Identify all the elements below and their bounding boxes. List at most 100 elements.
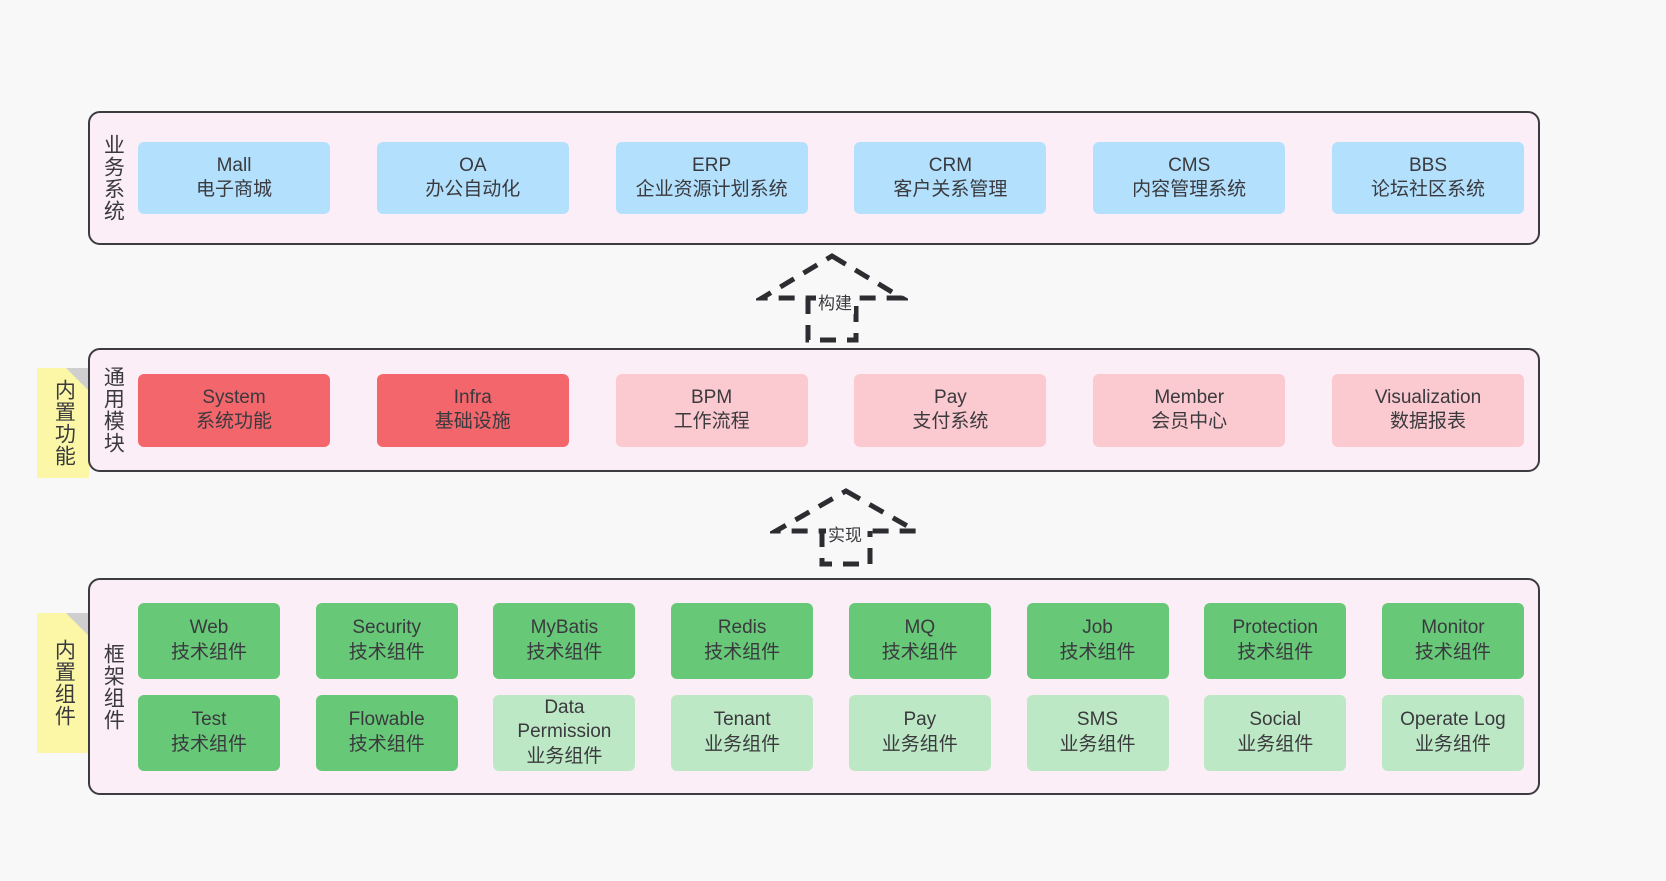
cell-social[interactable]: Social 业务组件 <box>1204 694 1347 771</box>
cell-subtitle: 技术组件 <box>704 641 781 663</box>
layer-title-framework: 框架组件 <box>101 642 125 731</box>
note-built-in-components: 内置组件 <box>37 613 89 753</box>
cell-title: MQ <box>904 617 936 639</box>
cell-title: CRM <box>928 154 973 176</box>
cell-subtitle: 会员中心 <box>1151 411 1228 432</box>
cell-subtitle: 客户关系管理 <box>893 179 1008 200</box>
cell-data-permission[interactable]: Data Permission 业务组件 <box>493 694 636 771</box>
cell-sms[interactable]: SMS 业务组件 <box>1026 694 1169 771</box>
cell-title: Visualization <box>1374 386 1482 408</box>
cell-title: Member <box>1154 386 1225 408</box>
cell-system[interactable]: System 系统功能 <box>138 373 330 447</box>
cell-title: Pay <box>934 386 967 408</box>
layer-business-systems: 业务系统 Mall 电子商城 OA 办公自动化 ERP 企业资源计划系统 CRM… <box>88 111 1540 245</box>
layer-framework-components: 框架组件 Web 技术组件 Security 技术组件 MyBatis 技术组件… <box>88 578 1540 795</box>
cell-title: ERP <box>692 154 732 176</box>
cell-job[interactable]: Job 技术组件 <box>1026 602 1169 679</box>
cell-subtitle: 基础设施 <box>434 411 511 432</box>
modules-cell-row: System 系统功能 Infra 基础设施 BPM 工作流程 Pay 支付系统… <box>134 350 1538 470</box>
cell-title: Test <box>191 709 227 731</box>
arrow-implement: 实现 <box>766 487 926 567</box>
cell-protection[interactable]: Protection 技术组件 <box>1204 602 1347 679</box>
cell-subtitle: 技术组件 <box>348 733 425 755</box>
cell-bbs[interactable]: BBS 论坛社区系统 <box>1331 142 1524 214</box>
note-label: 内置功能 <box>52 379 76 467</box>
cell-flowable[interactable]: Flowable 技术组件 <box>315 694 458 771</box>
cell-subtitle: 办公自动化 <box>425 179 521 200</box>
cell-visualization[interactable]: Visualization 数据报表 <box>1331 373 1524 447</box>
cell-operate-log[interactable]: Operate Log 业务组件 <box>1381 694 1524 771</box>
layer-common-modules: 通用模块 System 系统功能 Infra 基础设施 BPM 工作流程 Pay… <box>88 348 1540 472</box>
cell-subtitle: 技术组件 <box>348 641 425 663</box>
cell-mq[interactable]: MQ 技术组件 <box>848 602 991 679</box>
framework-row-tech: Web 技术组件 Security 技术组件 MyBatis 技术组件 Redi… <box>138 602 1524 679</box>
arrow-implement-label: 实现 <box>826 521 864 546</box>
cell-subtitle: 技术组件 <box>1237 641 1314 663</box>
cell-title: Pay <box>903 709 937 731</box>
cell-title: Tenant <box>713 709 771 731</box>
cell-subtitle: 内容管理系统 <box>1132 179 1247 200</box>
cell-title: Web <box>189 617 229 639</box>
cell-title: Job <box>1082 617 1113 639</box>
business-cell-row: Mall 电子商城 OA 办公自动化 ERP 企业资源计划系统 CRM 客户关系… <box>134 113 1538 243</box>
cell-title: BBS <box>1408 154 1447 176</box>
layer-title-business: 业务系统 <box>101 134 125 222</box>
cell-title: Protection <box>1232 617 1318 639</box>
cell-subtitle: 工作流程 <box>673 411 750 432</box>
cell-subtitle: 业务组件 <box>1059 733 1136 755</box>
cell-monitor[interactable]: Monitor 技术组件 <box>1381 602 1524 679</box>
cell-web[interactable]: Web 技术组件 <box>138 602 280 679</box>
cell-infra[interactable]: Infra 基础设施 <box>376 373 569 447</box>
note-label: 内置组件 <box>52 639 76 727</box>
cell-subtitle: 论坛社区系统 <box>1370 179 1485 200</box>
cell-subtitle: 系统功能 <box>195 411 272 432</box>
cell-oa[interactable]: OA 办公自动化 <box>376 142 569 214</box>
cell-subtitle: 技术组件 <box>170 733 247 755</box>
cell-subtitle: 业务组件 <box>881 733 958 755</box>
cell-title: Operate Log <box>1400 709 1506 731</box>
cell-subtitle: 技术组件 <box>526 641 603 663</box>
cell-title: Monitor <box>1421 617 1485 639</box>
cell-title: Infra <box>453 386 492 408</box>
cell-subtitle: 技术组件 <box>1414 641 1491 663</box>
generalization-arrow-icon <box>752 253 912 343</box>
cell-test[interactable]: Test 技术组件 <box>138 694 280 771</box>
cell-title: MyBatis <box>530 617 599 639</box>
cell-title: CMS <box>1168 154 1211 176</box>
cell-security[interactable]: Security 技术组件 <box>315 602 458 679</box>
cell-title: SMS <box>1076 709 1119 731</box>
cell-crm[interactable]: CRM 客户关系管理 <box>854 142 1047 214</box>
cell-subtitle: 电子商城 <box>195 179 272 200</box>
cell-redis[interactable]: Redis 技术组件 <box>671 602 814 679</box>
cell-subtitle: 业务组件 <box>526 745 603 767</box>
cell-mall[interactable]: Mall 电子商城 <box>138 142 330 214</box>
cell-title: OA <box>459 154 487 176</box>
cell-title: Data Permission <box>517 697 612 743</box>
note-built-in-functions: 内置功能 <box>37 368 89 478</box>
cell-title: Social <box>1249 709 1302 731</box>
cell-subtitle: 企业资源计划系统 <box>635 179 788 200</box>
cell-member[interactable]: Member 会员中心 <box>1093 373 1286 447</box>
page-fold-icon <box>66 613 89 636</box>
cell-subtitle: 业务组件 <box>704 733 781 755</box>
cell-title: Mall <box>216 154 252 176</box>
cell-erp[interactable]: ERP 企业资源计划系统 <box>615 142 808 214</box>
cell-subtitle: 技术组件 <box>881 641 958 663</box>
cell-bpm[interactable]: BPM 工作流程 <box>615 373 808 447</box>
framework-row-business: Test 技术组件 Flowable 技术组件 Data Permission … <box>138 694 1524 771</box>
cell-subtitle: 业务组件 <box>1237 733 1314 755</box>
cell-subtitle: 数据报表 <box>1389 411 1466 432</box>
page-fold-icon <box>66 368 89 391</box>
cell-title: Flowable <box>348 709 425 731</box>
cell-cms[interactable]: CMS 内容管理系统 <box>1093 142 1286 214</box>
cell-title: Security <box>352 617 422 639</box>
cell-title: BPM <box>691 386 733 408</box>
cell-tenant[interactable]: Tenant 业务组件 <box>671 694 814 771</box>
cell-pay-module[interactable]: Pay 支付系统 <box>854 373 1047 447</box>
cell-subtitle: 技术组件 <box>170 641 247 663</box>
cell-title: System <box>202 386 266 408</box>
cell-mybatis[interactable]: MyBatis 技术组件 <box>493 602 636 679</box>
cell-pay-component[interactable]: Pay 业务组件 <box>848 694 991 771</box>
cell-subtitle: 业务组件 <box>1414 733 1491 755</box>
